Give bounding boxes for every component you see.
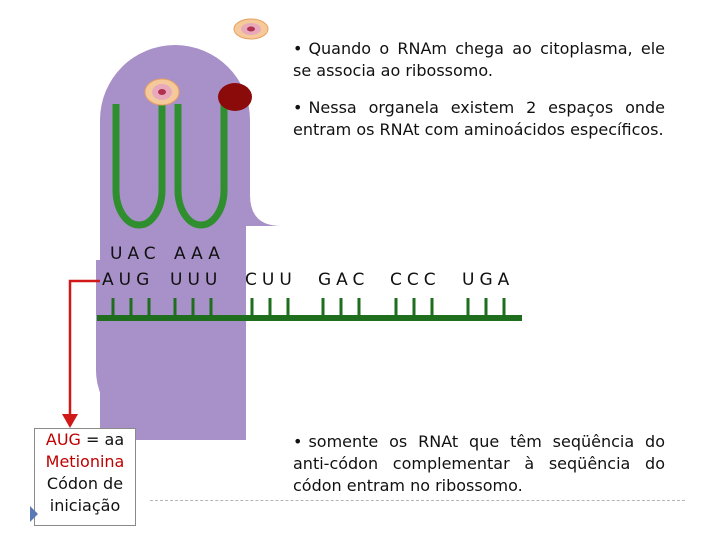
label-amino-acid: Metionina bbox=[45, 452, 125, 471]
trna-2 bbox=[174, 104, 228, 229]
codon-4: GAC bbox=[318, 270, 370, 290]
codon-6: UGA bbox=[462, 270, 515, 290]
bullet-text: Nessa organela existem 2 espaços onde en… bbox=[293, 98, 665, 139]
start-codon-arrow bbox=[62, 279, 100, 428]
anticodon-2: AAA bbox=[174, 244, 225, 264]
bullet-dot: • bbox=[293, 432, 303, 451]
mrna-strand bbox=[97, 315, 522, 321]
bullet-1: •Quando o RNAm chega ao citoplasma, ele … bbox=[293, 38, 665, 82]
bullet-dot: • bbox=[293, 98, 303, 117]
label-line-4: iniciação bbox=[49, 496, 121, 515]
trna-1 bbox=[112, 104, 166, 229]
start-codon-label: AUG = aa Metionina Códon de iniciação bbox=[34, 428, 136, 526]
label-line-1: AUG = aa bbox=[35, 429, 135, 451]
label-codon: AUG bbox=[45, 430, 81, 449]
codon-1: AUG bbox=[102, 270, 155, 290]
bullet-dot: • bbox=[293, 39, 303, 58]
bullet-3: •somente os RNAt que têm seqüência do an… bbox=[293, 431, 665, 497]
amino-acid-dark bbox=[218, 83, 252, 111]
label-equals: = aa bbox=[80, 430, 125, 449]
amino-acid-free bbox=[233, 18, 269, 40]
ribosome-body-lower bbox=[96, 260, 246, 440]
slide-nav-marker-icon bbox=[30, 506, 38, 522]
bullet-2: •Nessa organela existem 2 espaços onde e… bbox=[293, 97, 665, 141]
codon-3: CUU bbox=[245, 270, 297, 290]
codon-2: UUU bbox=[170, 270, 223, 290]
codon-5: CCC bbox=[390, 270, 441, 290]
amino-acid-bound-light bbox=[144, 78, 180, 106]
footer-divider bbox=[150, 500, 685, 501]
bullet-text: Quando o RNAm chega ao citoplasma, ele s… bbox=[293, 39, 665, 80]
anticodon-1: UAC bbox=[110, 244, 161, 264]
bullet-text: somente os RNAt que têm seqüência do ant… bbox=[293, 432, 665, 495]
label-line-3: Códon de bbox=[46, 474, 124, 493]
mrna-bases bbox=[111, 298, 506, 316]
